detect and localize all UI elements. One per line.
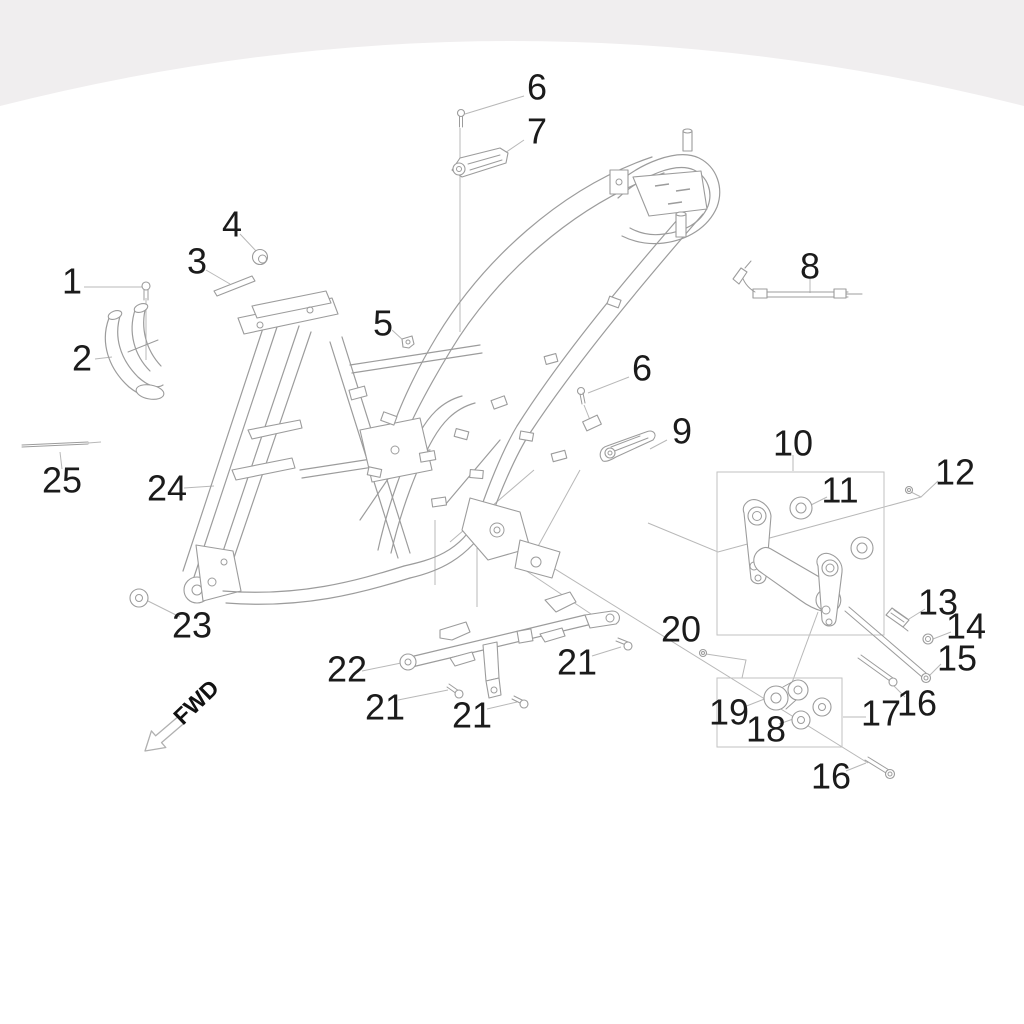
- part-bushings-17-18-19: [763, 679, 832, 730]
- part-bolt-6-mid: [576, 386, 586, 405]
- part-grommet-4: [251, 248, 269, 266]
- callout-10: 10: [773, 423, 813, 464]
- callout-18: 18: [746, 709, 786, 750]
- part-bolt-16-upper: [857, 654, 898, 687]
- part-guard-2: [104, 302, 165, 400]
- part-bolt-13: [885, 607, 910, 632]
- callout-22: 22: [327, 649, 367, 690]
- callout-15: 15: [937, 638, 977, 679]
- callout-16-low: 16: [811, 756, 851, 797]
- callout-6-mid: 6: [632, 348, 652, 389]
- part-strip-3: [213, 275, 256, 297]
- callout-6-top: 6: [527, 67, 547, 108]
- fwd-arrow: [144, 715, 185, 752]
- top-band: [0, 0, 1024, 106]
- part-bolt-6-top: [456, 108, 466, 128]
- part-box-linkage: [716, 471, 885, 636]
- part-rod-15: [844, 606, 932, 684]
- part-screw-12: [904, 485, 914, 495]
- fwd-indicator: FWD: [144, 674, 224, 752]
- callout-12: 12: [935, 452, 975, 493]
- callout-1: 1: [62, 261, 82, 302]
- callout-2: 2: [72, 338, 92, 379]
- frame-drawing: [182, 128, 721, 605]
- callout-11: 11: [821, 470, 858, 511]
- part-rod-25: [21, 441, 102, 448]
- part-bracket-7: [451, 147, 509, 178]
- callout-9: 9: [672, 411, 692, 452]
- part-box-bushings: [716, 677, 843, 748]
- callout-20: 20: [661, 609, 701, 650]
- part-washer-23: [129, 588, 149, 608]
- callout-19: 19: [709, 692, 749, 733]
- callout-25: 25: [42, 460, 82, 501]
- callout-21-c: 21: [452, 695, 492, 736]
- callout-labels: 1 2 3 4 5 6 7 8 6 9 10 11 12 13 14 15 16…: [42, 67, 986, 797]
- callout-8: 8: [800, 246, 820, 287]
- loose-parts: [21, 108, 934, 780]
- part-bolt-16-lower: [864, 756, 896, 780]
- part-bolts-21: [446, 637, 633, 709]
- part-screw-20: [698, 648, 708, 658]
- callout-24: 24: [147, 468, 187, 509]
- callout-21-r: 21: [557, 642, 597, 683]
- part-clip-5: [401, 335, 415, 349]
- callout-14: 14: [946, 606, 986, 647]
- part-linkage-10: [742, 496, 874, 627]
- callout-5: 5: [373, 303, 393, 344]
- part-footrest-9: [599, 430, 656, 462]
- callout-16-up: 16: [897, 683, 937, 724]
- part-crossmember-22: [399, 591, 621, 699]
- callout-21-l: 21: [365, 687, 405, 728]
- part-cable-8: [732, 260, 863, 299]
- callout-3: 3: [187, 241, 207, 282]
- callout-4: 4: [222, 204, 242, 245]
- callout-13: 13: [918, 582, 958, 623]
- part-nut-14: [922, 633, 934, 645]
- part-bolt-1: [141, 281, 151, 301]
- callout-7: 7: [527, 111, 547, 152]
- callout-23: 23: [172, 605, 212, 646]
- leader-lines: [59, 95, 952, 772]
- callout-17: 17: [861, 693, 901, 734]
